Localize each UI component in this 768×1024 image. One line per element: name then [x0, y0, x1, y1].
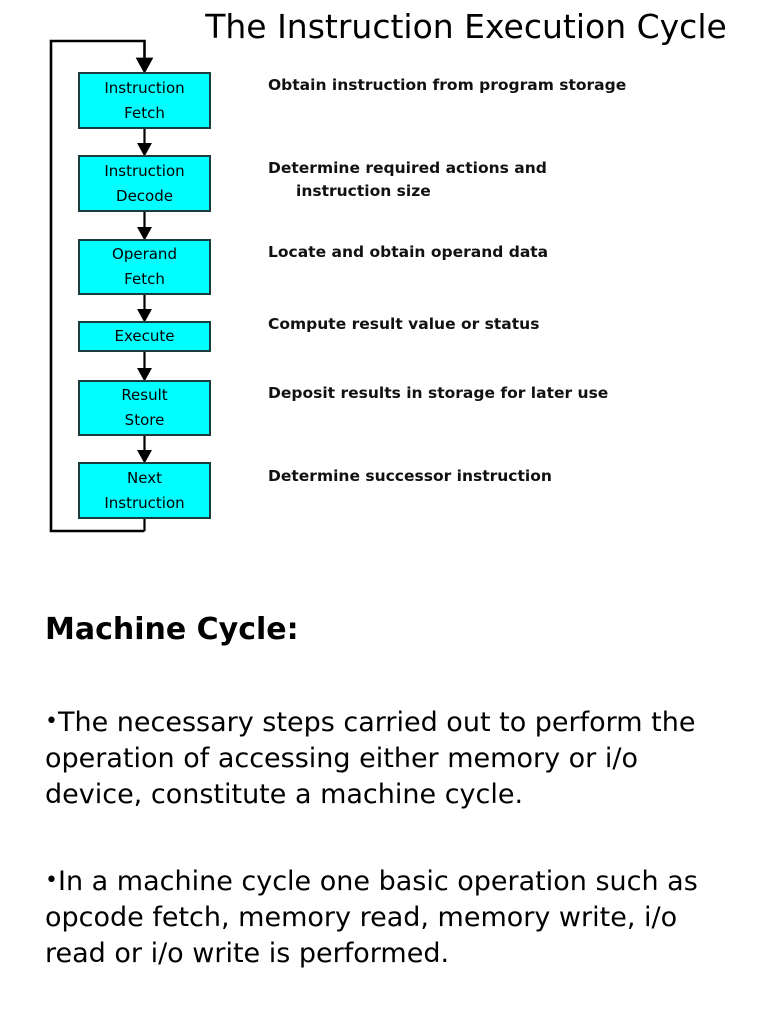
box-label-line2: Decode: [116, 186, 173, 205]
flowchart-box-instruction-fetch[interactable]: Instruction Fetch: [78, 72, 211, 129]
flowchart-box-next-instruction[interactable]: Next Instruction: [78, 462, 211, 519]
flowchart-box-operand-fetch[interactable]: Operand Fetch: [78, 239, 211, 295]
step-description-execute: Compute result value or status: [268, 315, 540, 333]
flowchart-box-execute[interactable]: Execute: [78, 321, 211, 352]
paragraph-text: In a machine cycle one basic operation s…: [45, 866, 698, 969]
instruction-cycle-flowchart: Instruction Fetch Instruction Decode Ope…: [0, 0, 300, 560]
box-label-line1: Instruction: [104, 161, 185, 180]
flowchart-connectors: [49, 39, 154, 533]
flowchart-box-instruction-decode[interactable]: Instruction Decode: [78, 155, 211, 212]
box-label-line1: Result: [121, 386, 168, 404]
box-label-line1: Operand: [112, 245, 177, 263]
machine-cycle-heading: Machine Cycle:: [45, 612, 299, 647]
step-description-result-store: Deposit results in storage for later use: [268, 384, 609, 402]
step-description-instruction-decode: Determine required actions and instructi…: [268, 157, 720, 203]
machine-cycle-paragraph-2: •In a machine cycle one basic operation …: [45, 863, 735, 972]
step-description-operand-fetch: Locate and obtain operand data: [268, 243, 549, 261]
step-description-instruction-fetch: Obtain instruction from program storage: [268, 76, 627, 94]
box-label-line2: Store: [124, 411, 165, 429]
machine-cycle-paragraph-1: •The necessary steps carried out to perf…: [45, 704, 735, 813]
step-description-line2: instruction size: [296, 182, 431, 200]
box-label-line1: Execute: [114, 327, 175, 345]
box-label-line1: Instruction: [104, 78, 185, 97]
paragraph-text: The necessary steps carried out to perfo…: [45, 707, 696, 810]
box-label-line2: Instruction: [104, 493, 185, 512]
box-label-line1: Next: [127, 468, 162, 487]
box-label-line2: Fetch: [124, 270, 165, 288]
step-description-line1: Determine required actions and: [268, 159, 547, 177]
bullet-icon: •: [45, 868, 58, 893]
page-title: The Instruction Execution Cycle: [205, 7, 727, 46]
flowchart-box-result-store[interactable]: Result Store: [78, 380, 211, 436]
step-description-next-instruction: Determine successor instruction: [268, 467, 552, 485]
bullet-icon: •: [45, 709, 58, 734]
box-label-line2: Fetch: [124, 103, 165, 122]
